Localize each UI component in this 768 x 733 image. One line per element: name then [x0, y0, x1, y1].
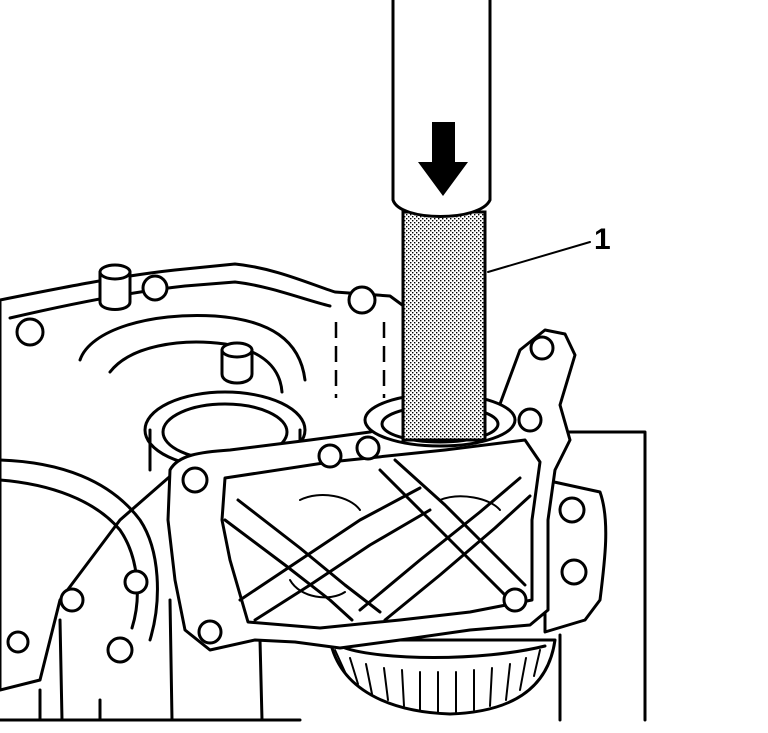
frame-line [566, 430, 647, 722]
driver-handle [391, 0, 492, 218]
cover-bolt-holes [181, 335, 555, 645]
dowel-pins [98, 263, 254, 385]
callout-leader [487, 241, 591, 273]
seal-installer-tool [401, 210, 487, 442]
arrow-down-icon [418, 122, 468, 196]
ring-gear [328, 638, 557, 716]
extension-housing [543, 478, 608, 722]
callout-label-1: 1 [594, 223, 611, 256]
